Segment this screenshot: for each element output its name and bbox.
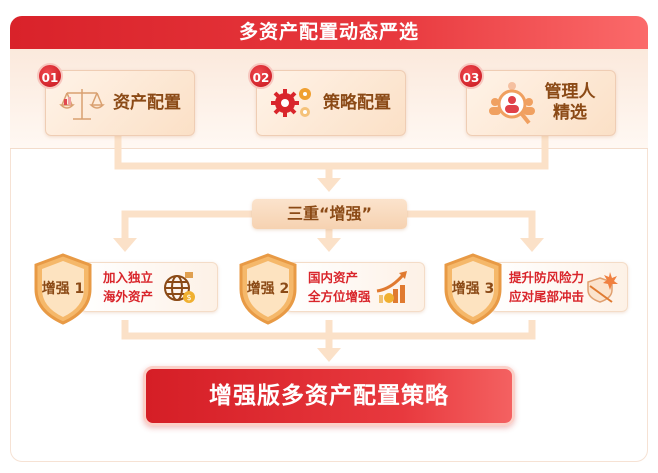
enhancement-text: 应对尾部冲击 xyxy=(509,289,585,304)
enhancement-card-2: 国内资产全方位增强 xyxy=(285,262,425,312)
globe-dollar-icon: $ xyxy=(164,272,196,303)
enhancement-text: 全方位增强 xyxy=(308,289,371,304)
step-label-line: 管理人 xyxy=(544,82,596,102)
enhancement-card-1: 加入独立海外资产 $ xyxy=(80,262,218,312)
growth-chart-icon xyxy=(376,271,407,303)
step-card-strategy-allocation: 策略配置 xyxy=(256,70,406,136)
shield-icon xyxy=(239,253,297,325)
enhancement-badge-2: 增强 2 xyxy=(237,253,299,325)
step-label-line: 精选 xyxy=(553,103,587,123)
step-number: 03 xyxy=(458,63,484,89)
arrow-down-icon xyxy=(113,238,137,252)
arrow-down-icon xyxy=(317,178,341,192)
enhancement-text: 国内资产 xyxy=(308,270,359,285)
connector-top xyxy=(114,136,549,170)
enhancement-badge-label: 增强 3 xyxy=(451,281,495,297)
step-label: 管理人精选 xyxy=(545,82,596,124)
svg-text:$: $ xyxy=(186,293,191,302)
enhancement-badge-label: 增强 1 xyxy=(41,281,85,297)
arrow-down-icon xyxy=(520,238,544,252)
arrow-down-icon xyxy=(317,238,341,252)
step-label: 资产配置 xyxy=(113,92,181,113)
final-strategy-banner: 增强版多资产配置策略 xyxy=(143,366,515,426)
arrow-down-icon xyxy=(317,348,341,362)
diagram-title: 多资产配置动态严选 xyxy=(10,16,648,49)
enhancement-badge-3: 增强 3 xyxy=(442,253,504,325)
enhancement-text: 加入独立 xyxy=(103,270,154,285)
enhancement-card-3: 提升防风险力应对尾部冲击 xyxy=(490,262,628,312)
enhancement-badge-label: 增强 2 xyxy=(246,281,290,297)
step-number: 02 xyxy=(248,63,274,89)
enhancement-badge-1: 增强 1 xyxy=(32,253,94,325)
step-card-manager-selection: 管理人精选 xyxy=(466,70,616,136)
gears-icon xyxy=(271,88,311,117)
enhancement-text: 提升防风险力 xyxy=(509,270,585,285)
shield-icon xyxy=(444,253,502,325)
step-card-asset-allocation: 资产配置 xyxy=(45,70,195,136)
enhancement-text: 海外资产 xyxy=(103,289,154,304)
manager-search-icon xyxy=(488,82,535,125)
step-label: 策略配置 xyxy=(323,92,391,113)
step-number: 01 xyxy=(37,63,63,89)
triple-enhancement-label: 三重“增强” xyxy=(252,199,407,229)
balance-scale-icon xyxy=(59,89,105,120)
shield-impact-icon xyxy=(587,272,619,303)
shield-icon xyxy=(34,253,92,325)
